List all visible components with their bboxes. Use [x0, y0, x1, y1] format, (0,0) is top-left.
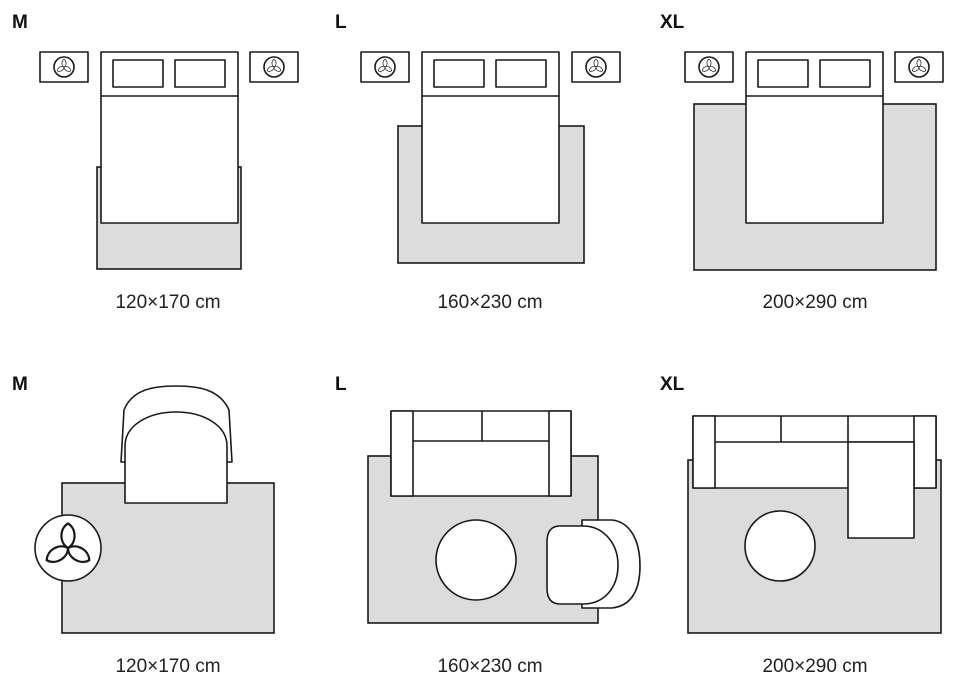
bedroom-panel-m: M 120×170 cm: [12, 12, 299, 313]
dimension-label: 200×290 cm: [762, 292, 867, 313]
armchair: [120, 385, 233, 504]
dimension-label: 120×170 cm: [115, 292, 220, 313]
pillow: [495, 59, 547, 88]
dimension-label: 120×170 cm: [115, 656, 220, 677]
living-panel-m: M 120×170 cm: [12, 374, 275, 677]
dimension-label: 200×290 cm: [762, 656, 867, 677]
nightstand-left: [360, 51, 410, 83]
bedroom-panel-l: L 160×230 cm: [335, 12, 621, 313]
pillow: [112, 59, 164, 88]
sectional-sofa: [692, 415, 937, 539]
bed: [745, 51, 884, 224]
pillow: [433, 59, 485, 88]
nightstand-right: [894, 51, 944, 83]
sofa-armrest: [692, 415, 716, 489]
size-label: XL: [660, 12, 685, 33]
bed: [100, 51, 239, 224]
living-panel-xl: XL 200×290 cm: [660, 374, 942, 677]
pillow: [174, 59, 226, 88]
dimension-label: 160×230 cm: [437, 656, 542, 677]
size-label: M: [12, 12, 28, 33]
bed: [421, 51, 560, 224]
pillow: [819, 59, 871, 88]
size-label: XL: [660, 374, 685, 395]
size-label: L: [335, 374, 347, 395]
nightstand-right: [249, 51, 299, 83]
nightstand-left: [684, 51, 734, 83]
nightstand-right: [571, 51, 621, 83]
chaise-lounge: [847, 441, 915, 539]
coffee-table: [744, 510, 816, 582]
size-label: M: [12, 374, 28, 395]
sofa: [390, 410, 572, 497]
bedroom-panel-xl: XL 200×290 cm: [660, 12, 944, 313]
armchair: [546, 519, 641, 609]
nightstand-left: [39, 51, 89, 83]
plant-pot: [34, 514, 102, 582]
dimension-label: 160×230 cm: [437, 292, 542, 313]
coffee-table: [435, 519, 517, 601]
size-label: L: [335, 12, 347, 33]
sofa-armrest: [548, 410, 572, 497]
sofa-armrest: [913, 415, 937, 489]
pillow: [757, 59, 809, 88]
sofa-armrest: [390, 410, 414, 497]
living-panel-l: L 160×230 cm: [335, 374, 641, 677]
